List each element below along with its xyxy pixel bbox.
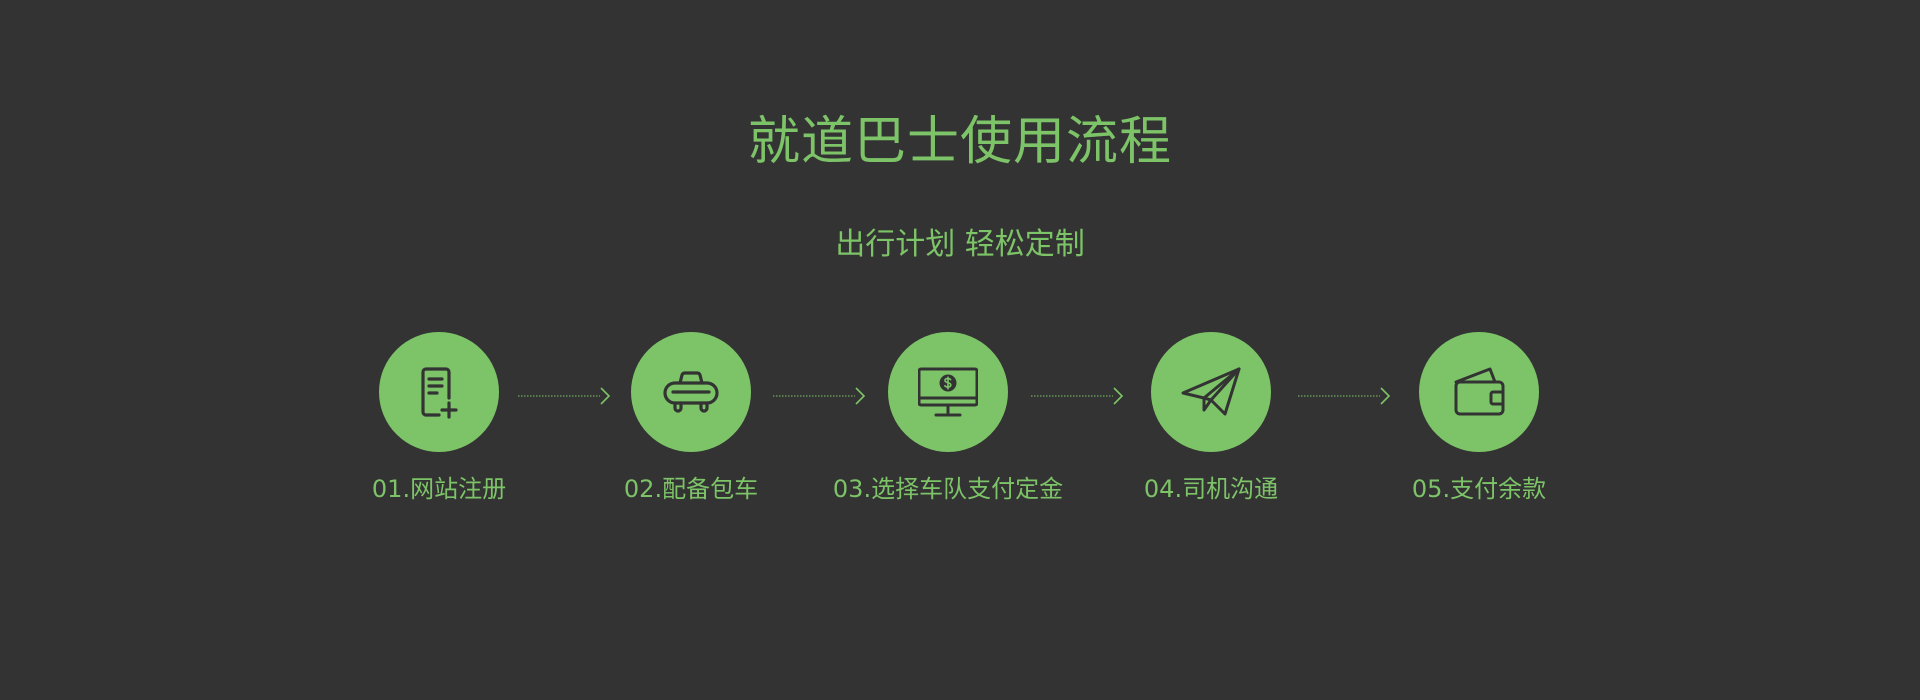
monitor-dollar-icon [918, 367, 978, 417]
step-website-register: 01.网站注册 [309, 332, 569, 512]
step-select-fleet-deposit: 03.选择车队支付定金 [818, 332, 1078, 512]
page-title: 就道巴士使用流程 [747, 112, 1172, 172]
arrow-connector [1029, 384, 1125, 408]
step-circle [888, 332, 1008, 452]
step-circle [1151, 332, 1271, 452]
step-label: 01.网站注册 [371, 475, 507, 503]
step-label: 03.选择车队支付定金 [832, 475, 1064, 503]
arrow-connector [771, 384, 867, 408]
step-pay-balance: 05.支付余款 [1349, 332, 1609, 512]
arrow-connector [1296, 384, 1392, 408]
step-circle [379, 332, 499, 452]
paper-plane-icon [1181, 367, 1241, 416]
step-label: 05.支付余款 [1411, 475, 1547, 503]
document-add-icon [421, 367, 458, 419]
wallet-icon [1454, 367, 1505, 416]
step-circle [1419, 332, 1539, 452]
step-label: 02.配备包车 [623, 475, 759, 503]
page-subtitle: 出行计划 轻松定制 [835, 227, 1085, 262]
arrow-connector [516, 384, 612, 408]
step-label: 04.司机沟通 [1143, 475, 1279, 503]
step-driver-communication: 04.司机沟通 [1081, 332, 1341, 512]
step-circle [631, 332, 751, 452]
car-icon [663, 371, 719, 413]
step-arrange-charter: 02.配备包车 [561, 332, 821, 512]
